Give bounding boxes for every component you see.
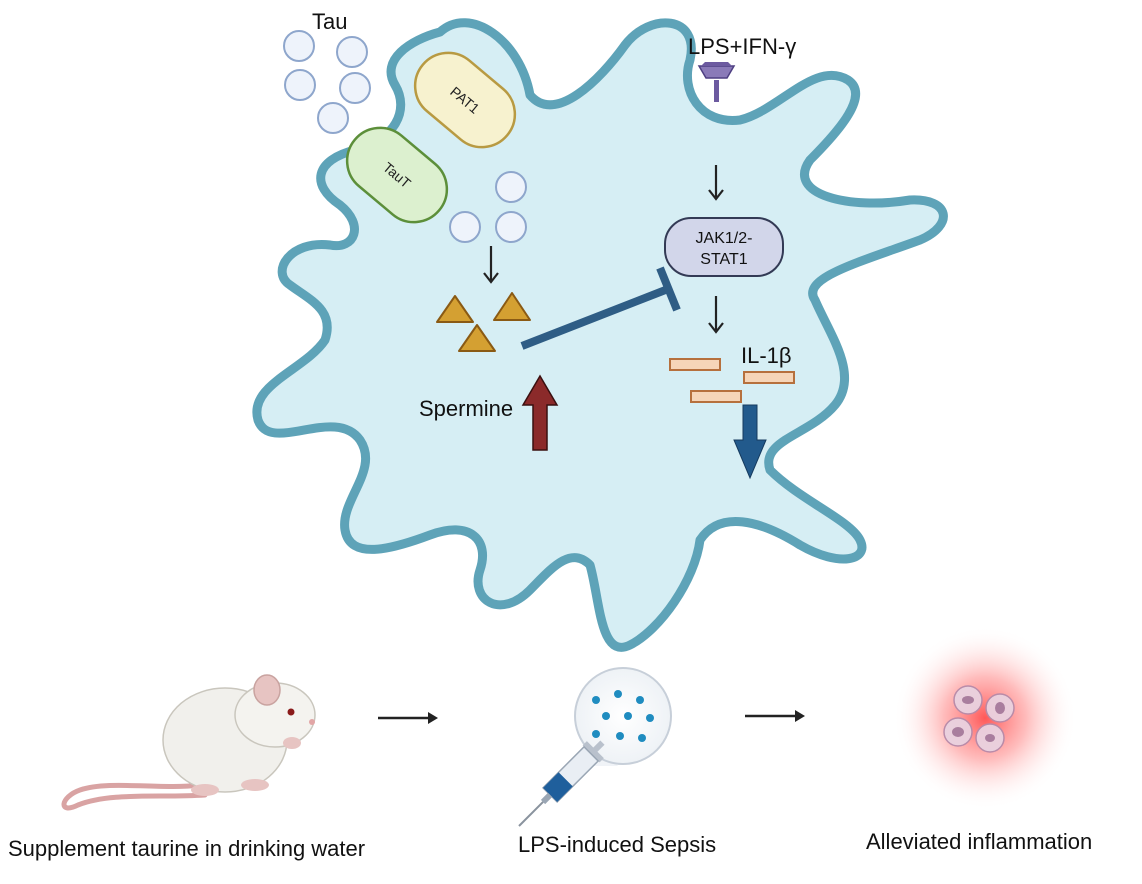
arrow-receptor-to-jak xyxy=(708,165,724,201)
caption-taurine-supplement: Supplement taurine in drinking water xyxy=(8,836,366,861)
il1b-bar xyxy=(690,390,742,403)
arrow-tau-to-spermine xyxy=(483,246,499,284)
tau-molecules-outside xyxy=(283,30,371,134)
caption-outcome: Alleviated inflammation xyxy=(866,829,1093,854)
tau-molecule xyxy=(339,72,371,104)
spermine-up-arrow xyxy=(521,374,559,451)
tau-molecules-inside xyxy=(449,171,527,243)
tau-molecule xyxy=(284,69,316,101)
il1b-molecules xyxy=(669,358,795,403)
caption-sepsis: LPS-induced Sepsis xyxy=(518,832,717,857)
jak-stat-node: JAK1/2- STAT1 xyxy=(664,217,784,277)
spermine-triangle xyxy=(436,295,474,323)
il1b-bar xyxy=(743,371,795,384)
inflammation-illustration xyxy=(893,626,1077,810)
lps-ifn-receptor xyxy=(697,62,736,102)
spermine-molecules xyxy=(436,292,531,352)
spermine-triangle xyxy=(458,324,496,352)
tau-label: Tau xyxy=(312,9,348,34)
tau-molecule xyxy=(495,171,527,203)
tau-molecule xyxy=(283,30,315,62)
inhibition-spermine-jak xyxy=(520,266,681,350)
spermine-label: Spermine xyxy=(419,396,514,421)
tau-molecule xyxy=(449,211,481,243)
tau-molecule xyxy=(336,36,368,68)
il1b-bar xyxy=(669,358,721,371)
mouse-illustration xyxy=(61,674,316,811)
jak-label-line1: JAK1/2- xyxy=(696,230,753,247)
taut-transporter: TauT xyxy=(345,126,449,224)
lps-particles xyxy=(592,690,654,742)
tau-molecule xyxy=(495,211,527,243)
il1b-label: IL-1β xyxy=(741,343,792,368)
spermine-triangle xyxy=(493,292,531,321)
flow-arrow-2 xyxy=(745,710,805,722)
flow-arrow-1 xyxy=(378,712,438,724)
macrophage-cell xyxy=(252,18,948,652)
lps-ifn-label: LPS+IFN-γ xyxy=(688,34,797,59)
jak-label-line2: STAT1 xyxy=(700,251,748,268)
arrow-jak-to-il1b xyxy=(708,296,724,334)
pat1-transporter: PAT1 xyxy=(413,51,517,149)
il1b-down-arrow xyxy=(733,404,767,480)
tau-molecule xyxy=(317,102,349,134)
syringe-illustration xyxy=(518,667,672,827)
